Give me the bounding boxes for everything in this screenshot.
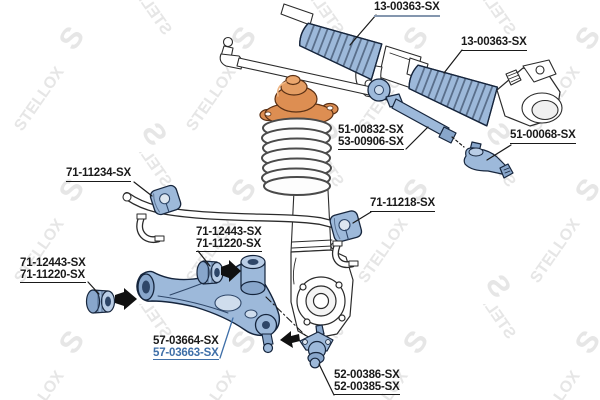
- part-label-bellows-right: 13-00363-SX: [461, 36, 527, 51]
- direction-arrows: [115, 260, 300, 348]
- arrow-right-left-bushing: [115, 288, 137, 310]
- part-label-tie-rod-end: 51-00068-SX: [510, 129, 576, 144]
- part-number: 51-00832-SX: [338, 124, 404, 136]
- axial-rod-nut: [438, 126, 457, 144]
- part-number: 71-11220-SX: [20, 268, 85, 281]
- part-label-ball-joint: 52-00386-SX 52-00385-SX: [334, 369, 400, 395]
- rack-left-tube: [280, 3, 314, 26]
- axial-joint-part[interactable]: [367, 78, 457, 144]
- stab-bushing-right-part[interactable]: [329, 210, 363, 243]
- arrow-right-center-bushing: [221, 260, 241, 282]
- leader-lines: [87, 14, 512, 396]
- part-number: 71-12443-SX: [196, 226, 262, 238]
- part-number: 71-11218-SX: [370, 197, 435, 212]
- part-number: 52-00385-SX: [334, 380, 400, 393]
- part-label-arm-bushing-center: 71-12443-SX 71-11220-SX: [196, 226, 262, 252]
- part-number: 52-00386-SX: [334, 369, 400, 381]
- inner-tie-rod-white: [219, 36, 372, 96]
- stabilizer-bar: [122, 192, 360, 234]
- ball-joint-part[interactable]: [299, 324, 334, 369]
- part-number: 51-00068-SX: [510, 129, 576, 144]
- stab-clamp-right: [332, 240, 359, 269]
- control-arm-part[interactable]: [136, 254, 281, 354]
- tie-rod-end-part[interactable]: [463, 141, 514, 179]
- arrow-left-ball-joint: [280, 331, 300, 348]
- part-number: 57-03664-SX: [153, 335, 219, 347]
- dotted-connector-tie-rod: [451, 136, 465, 148]
- part-label-bellows-top: 13-00363-SX: [374, 1, 440, 17]
- arm-bushing-left-part[interactable]: [85, 289, 116, 314]
- tie-rod-ball-stud: [222, 36, 234, 48]
- part-label-stab-bushing-right: 71-11218-SX: [370, 197, 435, 212]
- steering-bellows-left-part[interactable]: [295, 16, 384, 81]
- part-number: 53-00906-SX: [338, 135, 404, 148]
- leader-line-control-arm: [219, 317, 234, 359]
- stab-clamp-left: [136, 213, 165, 244]
- stab-bushing-left-part[interactable]: [149, 184, 182, 216]
- part-label-arm-bushing-left: 71-12443-SX 71-11220-SX: [20, 257, 86, 283]
- part-number: 13-00363-SX: [374, 1, 440, 17]
- steering-bellows-right-part[interactable]: [404, 57, 501, 127]
- arm-bushing-center-part[interactable]: [196, 260, 224, 285]
- part-label-stab-bushing-left: 71-11234-SX: [66, 167, 131, 182]
- part-number: 71-12443-SX: [20, 257, 86, 269]
- coil-spring: [261, 117, 332, 196]
- part-number: 13-00363-SX: [461, 36, 527, 51]
- part-label-control-arm: 57-03664-SX 57-03663-SX: [153, 335, 219, 360]
- dashdot-ball-joint: [265, 296, 307, 337]
- part-label-axial-rod: 51-00832-SX 53-00906-SX: [338, 124, 404, 150]
- part-number: 71-11220-SX: [196, 237, 261, 250]
- part-number-link[interactable]: 57-03663-SX: [153, 346, 219, 360]
- part-number: 71-11234-SX: [66, 167, 131, 182]
